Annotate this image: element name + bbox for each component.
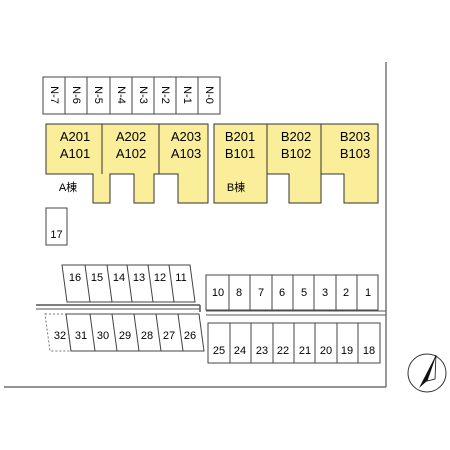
- parking-slot-label: 15: [91, 272, 103, 284]
- parking-slot-label: 23: [256, 345, 268, 357]
- site-boundary: [4, 62, 387, 388]
- north-arrow-icon: [407, 353, 447, 393]
- bike-slot-label: N-1: [181, 86, 193, 104]
- building-b: B201 B101 B202 B102 B203 B103 B棟: [213, 123, 379, 204]
- parking-slot-label: 1: [365, 287, 371, 299]
- parking-slot-label: 13: [133, 272, 145, 284]
- parking-slot-label: 16: [69, 272, 81, 284]
- parking-slot-label: 27: [163, 330, 175, 342]
- building-a-label: A棟: [59, 180, 77, 194]
- parking-slot-label: 3: [322, 287, 328, 299]
- parking-slot-label: 24: [234, 345, 246, 357]
- parking-slot-label: 8: [236, 287, 242, 299]
- bike-slot-label: N-4: [115, 86, 127, 104]
- parking-slot-17: 17: [45, 207, 68, 246]
- parking-slot-label: 17: [50, 229, 62, 241]
- unit-upper-label: A203: [171, 129, 201, 144]
- parking-slot-label: 5: [301, 287, 307, 299]
- unit-lower-label: A103: [171, 146, 201, 161]
- parking-row-lower-right: 25 24 23 22 21 20 19 18: [207, 322, 381, 364]
- bike-slot-label: N-0: [203, 86, 215, 104]
- bicycle-parking: N-7 N-6 N-5 N-4 N-3 N-2 N-1 N-0: [42, 76, 221, 115]
- parking-slot-label: 30: [97, 330, 109, 342]
- building-b-label: B棟: [227, 180, 245, 194]
- parking-slot-label: 12: [154, 272, 166, 284]
- parking-slot-label: 26: [184, 330, 196, 342]
- parking-slot-label: 14: [113, 272, 125, 284]
- parking-slot-label: 19: [341, 345, 353, 357]
- unit-lower-label: A102: [116, 146, 146, 161]
- parking-slot-label: 22: [277, 345, 289, 357]
- parking-slot-label: 32: [54, 330, 66, 342]
- parking-slot-label: 2: [343, 287, 349, 299]
- unit-lower-label: B101: [225, 146, 255, 161]
- bike-slot-label: N-7: [48, 86, 60, 104]
- unit-lower-label: B103: [340, 146, 370, 161]
- parking-slot-label: 6: [279, 287, 285, 299]
- parking-row-upper-left: 16 15 14 13 12 11: [61, 264, 196, 303]
- parking-slot-label: 7: [258, 287, 264, 299]
- unit-upper-label: A202: [116, 129, 146, 144]
- bike-slot-label: N-3: [137, 86, 149, 104]
- parking-slot-label: 21: [299, 345, 311, 357]
- unit-upper-label: A201: [60, 129, 90, 144]
- parking-slot-label: 29: [119, 330, 131, 342]
- parking-row-lower-left: 32 31 30 29 28 27 26: [44, 313, 205, 352]
- parking-row-upper-right: 10 8 7 6 5 3 2 1: [205, 274, 379, 311]
- bike-slot-label: N-2: [159, 86, 171, 104]
- parking-slot-label: 20: [320, 345, 332, 357]
- parking-slot-label: 11: [175, 272, 186, 284]
- building-a: A201 A101 A202 A102 A203 A103 A棟: [45, 123, 209, 204]
- unit-upper-label: B202: [281, 129, 311, 144]
- unit-upper-label: B201: [225, 129, 255, 144]
- unit-lower-label: A101: [60, 146, 90, 161]
- parking-slot-label: 25: [213, 345, 225, 357]
- parking-slot-label: 31: [75, 330, 87, 342]
- unit-lower-label: B102: [281, 146, 311, 161]
- parking-slot-label: 10: [212, 287, 224, 299]
- bike-slot-label: N-5: [92, 86, 104, 104]
- parking-slot-label: 28: [141, 330, 153, 342]
- bike-slot-label: N-6: [70, 86, 82, 104]
- parking-slot-label: 18: [363, 345, 375, 357]
- unit-upper-label: B203: [340, 129, 370, 144]
